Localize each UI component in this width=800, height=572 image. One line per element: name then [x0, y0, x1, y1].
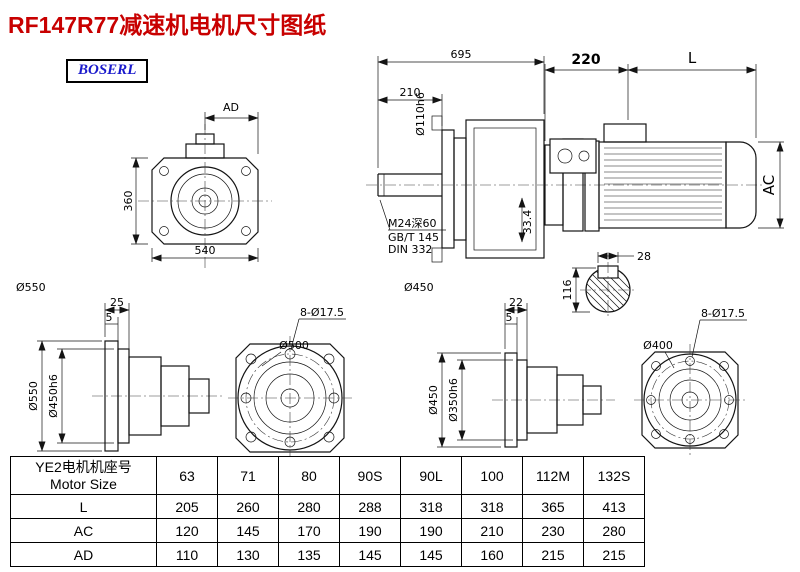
- view-motor-side: 220 L AC: [544, 49, 784, 232]
- size-col-header: 100: [461, 456, 523, 495]
- dim-value: 365: [522, 494, 584, 519]
- view-flange-side-550: 25 5 Ø550 Ø450h6: [27, 296, 222, 452]
- dim-value: 215: [583, 542, 645, 567]
- dim-holes500-label: 8-Ø17.5: [300, 306, 344, 319]
- dim-value: 135: [278, 542, 340, 567]
- table-header-en: Motor Size: [50, 476, 117, 492]
- dim-210-label: 210: [400, 86, 421, 99]
- dim-row-label: L: [10, 494, 157, 519]
- boserl-logo-text: BOSERL: [78, 62, 137, 78]
- table-header-cn: YE2电机机座号: [35, 459, 132, 475]
- dim-bc400-label: Ø400: [643, 339, 673, 352]
- dim-row-label: AD: [10, 542, 157, 567]
- note-tap-label: M24深60: [388, 217, 437, 230]
- dim-220-label: 220: [571, 52, 600, 68]
- dim-33-4-label: 33.4: [521, 210, 534, 235]
- dim-28-label: 28: [637, 250, 651, 263]
- dim-360-label: 360: [122, 191, 135, 212]
- dim-ac-label: AC: [760, 175, 778, 195]
- page-title: RF147R77减速机电机尺寸图纸: [8, 12, 327, 38]
- dim-bc500-label: Ø500: [279, 339, 309, 352]
- dim-value: 130: [217, 542, 279, 567]
- dim-value: 215: [522, 542, 584, 567]
- dim-value: 210: [461, 518, 523, 543]
- dim-116-label: 116: [561, 280, 574, 301]
- dim-5-label-a: 5: [106, 311, 113, 324]
- table-row-AD: AD 110 130 135 145 145 160 215 215: [10, 542, 645, 567]
- dim-550-flange-label: Ø550: [16, 281, 46, 294]
- view-gearbox-front: AD 360 540 Ø550: [16, 101, 272, 294]
- dim-motor-length-label: L: [688, 49, 697, 67]
- dim-od450-label: Ø450: [427, 385, 440, 415]
- note-std1-label: GB/T 145: [388, 231, 439, 244]
- dim-value: 190: [400, 518, 462, 543]
- note-std2-label: DIN 332: [388, 243, 432, 256]
- size-col-header: 132S: [583, 456, 645, 495]
- dim-shaft-dia-label: Ø110h6: [414, 92, 427, 136]
- table-row-AC: AC 120 145 170 190 190 210 230 280: [10, 518, 645, 543]
- table-header-row: YE2电机机座号 Motor Size 63 71 80 90S 90L 100…: [10, 456, 645, 495]
- dim-value: 190: [339, 518, 401, 543]
- dim-value: 280: [278, 494, 340, 519]
- dim-ad-label: AD: [223, 101, 239, 114]
- dim-value: 120: [156, 518, 218, 543]
- boserl-logo: BOSERL: [66, 59, 149, 83]
- dim-value: 230: [522, 518, 584, 543]
- table-header-label-cell: YE2电机机座号 Motor Size: [10, 456, 157, 495]
- dim-695-label: 695: [451, 48, 472, 61]
- size-col-header: 90L: [400, 456, 462, 495]
- dim-value: 413: [583, 494, 645, 519]
- dim-value: 145: [217, 518, 279, 543]
- view-gearbox-side: 695 210 Ø110h6 M24深60 GB/T 145 DIN 332 3…: [366, 48, 764, 294]
- dim-value: 280: [583, 518, 645, 543]
- dim-value: 318: [400, 494, 462, 519]
- view-flange-side-450: 22 5 Ø450 Ø350h6: [427, 296, 615, 448]
- dim-value: 145: [339, 542, 401, 567]
- view-output-shaft-section: 28 116: [561, 250, 651, 318]
- dim-spigot450-label: Ø450h6: [47, 374, 60, 418]
- size-col-header: 80: [278, 456, 340, 495]
- dim-value: 205: [156, 494, 218, 519]
- dim-540-label: 540: [195, 244, 216, 257]
- dim-row-label: AC: [10, 518, 157, 543]
- dim-spigot350-label: Ø350h6: [447, 378, 460, 422]
- size-col-header: 90S: [339, 456, 401, 495]
- size-col-header: 63: [156, 456, 218, 495]
- table-row-L: L 205 260 280 288 318 318 365 413: [10, 494, 645, 519]
- dim-value: 318: [461, 494, 523, 519]
- dim-value: 170: [278, 518, 340, 543]
- dim-value: 145: [400, 542, 462, 567]
- view-flange-front-400: Ø400 8-Ø17.5: [634, 307, 747, 456]
- view-flange-front-500: Ø500 8-Ø17.5: [228, 306, 352, 460]
- dim-od550-label: Ø550: [27, 381, 40, 411]
- dim-25-label: 25: [110, 296, 124, 309]
- dim-value: 110: [156, 542, 218, 567]
- dim-holes400-label: 8-Ø17.5: [701, 307, 745, 320]
- dim-22-label: 22: [509, 296, 523, 309]
- motor-size-table: YE2电机机座号 Motor Size 63 71 80 90S 90L 100…: [10, 456, 645, 567]
- dim-5-label-b: 5: [506, 311, 513, 324]
- dim-value: 160: [461, 542, 523, 567]
- dim-value: 288: [339, 494, 401, 519]
- dim-value: 260: [217, 494, 279, 519]
- size-col-header: 112M: [522, 456, 584, 495]
- size-col-header: 71: [217, 456, 279, 495]
- dim-450-flange-label: Ø450: [404, 281, 434, 294]
